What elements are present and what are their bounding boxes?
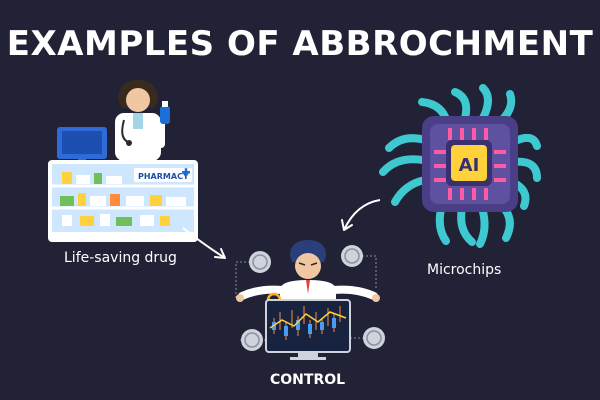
computer-monitor-icon: [57, 127, 107, 165]
label-microchips: Microchips: [427, 262, 502, 278]
page-title: EXAMPLES OF ABBROCHMENT: [6, 24, 594, 64]
label-control: CONTROL: [270, 372, 346, 388]
coin-icon: [249, 251, 271, 273]
pharmacy-counter-icon: PHARMACY: [48, 160, 198, 242]
control-illustration: [235, 240, 385, 360]
arrow-icon: [341, 199, 381, 231]
businessman-icon: [236, 240, 380, 308]
pharmacy-sign-text: PHARMACY: [138, 172, 189, 181]
stock-chart-icon: [265, 299, 351, 360]
chip-label: AI: [459, 155, 480, 176]
arrow-icon: [182, 227, 226, 259]
pharmacist-icon: [115, 80, 170, 161]
coin-icon: [341, 245, 363, 267]
coin-icon: [241, 329, 263, 351]
microchip-icon: AI: [379, 84, 541, 248]
coin-icon: [363, 327, 385, 349]
pharmacy-illustration: PHARMACY: [48, 80, 198, 242]
label-life-saving-drug: Life-saving drug: [64, 250, 177, 266]
